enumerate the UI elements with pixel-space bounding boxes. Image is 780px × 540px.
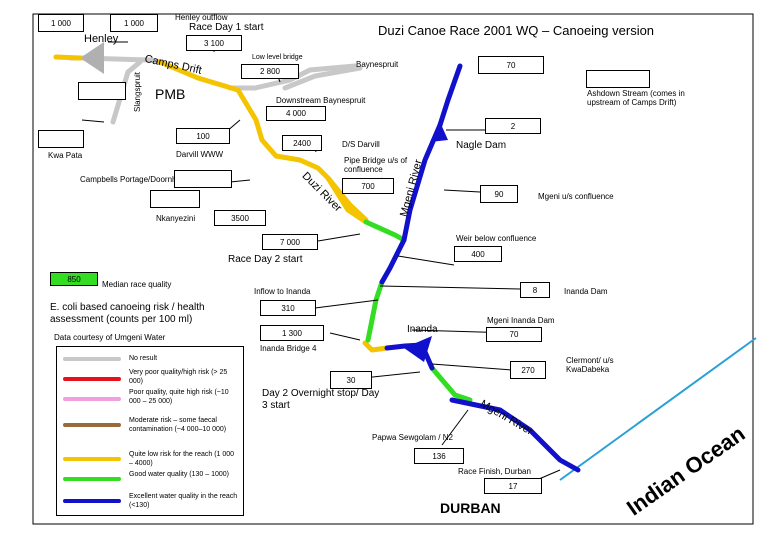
baynespruit-value: 70 <box>478 56 544 74</box>
legend-text-no-result: No result <box>129 355 158 362</box>
inanda-dam-value: 8 <box>520 282 550 298</box>
legend-text-moderate: Moderate risk – some faecal contaminatio… <box>129 417 227 433</box>
mgeni-confluence-label: Mgeni u/s confluence <box>538 192 614 201</box>
rivers-blue <box>379 63 581 473</box>
papwa-value: 136 <box>414 448 464 464</box>
legend-swatch-poor <box>63 397 121 401</box>
inanda-bridge-label: Inanda Bridge 4 <box>260 344 317 353</box>
low-level-bridge-label: Low level bridge <box>252 54 303 61</box>
legend-swatch-no-result <box>63 357 121 361</box>
pmb-label: PMB <box>155 86 186 102</box>
nagle-dam-label: Nagle Dam <box>456 140 507 151</box>
race-day2-value: 7 000 <box>262 234 318 250</box>
papwa-label: Papwa Sewgolam / N2 <box>372 433 453 442</box>
kwa-pata-label: Kwa Pata <box>48 151 83 160</box>
campbells-label: Campbells Portage/Doornhoek <box>80 175 190 184</box>
inanda-bridge-value: 1 300 <box>260 325 324 341</box>
grey-streams <box>67 55 363 125</box>
campbells-value <box>174 170 232 188</box>
henley-right-value: 1 000 <box>110 14 158 32</box>
kwa-pata-value <box>38 130 84 148</box>
overnight-value: 30 <box>330 371 372 389</box>
mgeni-confluence-value: 90 <box>480 185 518 203</box>
inanda-dam-label: Inanda Dam <box>564 287 608 296</box>
durban-label: DURBAN <box>440 500 501 516</box>
rivers-green <box>363 219 473 403</box>
downstream-baynespruit-value: 4 000 <box>266 106 326 121</box>
henley-dam-icon <box>80 42 104 74</box>
low-level-bridge-value: 2 800 <box>241 64 299 79</box>
legend-text-good: Good water quality (130 – 1000) <box>129 471 230 478</box>
legend-text-very-poor: Very poor quality/high risk (> 25 000) <box>129 369 228 385</box>
legend-swatch-good <box>63 477 121 481</box>
ashdown-blank-value <box>586 70 650 88</box>
baynespruit-label: Baynespruit <box>356 60 399 69</box>
legend-sample-label: Median race quality <box>102 280 172 289</box>
weir-label: Weir below confluence <box>456 234 537 243</box>
clermont-value: 270 <box>510 361 546 379</box>
inanda-dam-arrow-icon <box>404 336 432 362</box>
darvill-value: 100 <box>176 128 230 144</box>
legend-heading: E. coli based canoeing risk / health ass… <box>50 302 205 325</box>
ashdown-value: 2 <box>485 118 541 134</box>
ashdown-label: Ashdown Stream (comes in upstream of Cam… <box>587 89 685 108</box>
race-day1-value: 3 100 <box>186 35 242 51</box>
race-finish-label: Race Finish, Durban <box>458 467 531 476</box>
nkanyezini-value <box>150 190 200 208</box>
legend-box: No result Very poor quality/high risk (>… <box>56 346 244 516</box>
inflow-inanda-value: 310 <box>260 300 316 316</box>
henley-label: Henley <box>84 33 119 45</box>
henley-left-value: 1 000 <box>38 14 84 32</box>
downstream-baynespruit-label: Downstream Baynespruit <box>276 96 366 105</box>
mgeni-inanda-dam-value: 70 <box>486 327 542 342</box>
legend-sample-value: 850 <box>50 272 98 286</box>
mgeni-inanda-dam-label: Mgeni Inanda Dam <box>487 316 555 325</box>
legend-swatch-excellent <box>63 499 121 503</box>
duzi-river-yellow <box>53 54 390 353</box>
legend-swatch-moderate <box>63 423 121 427</box>
nkanyezini-count: 3500 <box>214 210 266 226</box>
weir-value: 400 <box>454 246 502 262</box>
nkanyezini-label: Nkanyezini <box>156 214 196 223</box>
legend-courtesy: Data courtesy of Umgeni Water <box>54 333 166 342</box>
ds-darvill-label: D/S Darvill <box>342 140 380 149</box>
legend-swatch-very-poor <box>63 377 121 381</box>
ds-darvill-value: 2400 <box>282 135 322 151</box>
duzi-river-moderate <box>325 176 368 225</box>
pipe-bridge-value: 700 <box>342 178 394 194</box>
pipe-bridge-label: Pipe Bridge u/s of confluence <box>344 156 408 175</box>
legend-text-low-risk: Quite low risk for the reach (1 000 – 40… <box>129 451 235 467</box>
race-day1-start-label: Race Day 1 start <box>189 22 264 33</box>
page-title: Duzi Canoe Race 2001 WQ – Canoeing versi… <box>378 23 655 38</box>
slangspruit-label: Slangspruit <box>133 71 142 112</box>
slangspruit-value <box>78 82 126 100</box>
darvill-www-label: Darvill WWW <box>176 150 224 159</box>
race-finish-value: 17 <box>484 478 542 494</box>
clermont-label: Clermont/ u/s KwaDabeka <box>566 356 614 375</box>
legend-text-excellent: Excellent water quality in the reach (<1… <box>129 493 238 509</box>
henley-outflow-label: Henley outflow <box>175 13 228 22</box>
race-day2-start-label: Race Day 2 start <box>228 254 303 265</box>
inflow-inanda-label: Inflow to Inanda <box>254 287 311 296</box>
coastline <box>559 337 757 481</box>
legend-text-poor: Poor quality, quite high risk (~10 000 –… <box>129 389 229 405</box>
nagle-dam-arrow-icon <box>430 122 448 142</box>
overnight-label: Day 2 Overnight stop/ Day 3 start <box>262 388 380 411</box>
inanda-label: Inanda <box>407 324 438 335</box>
legend-swatch-low-risk <box>63 457 121 461</box>
